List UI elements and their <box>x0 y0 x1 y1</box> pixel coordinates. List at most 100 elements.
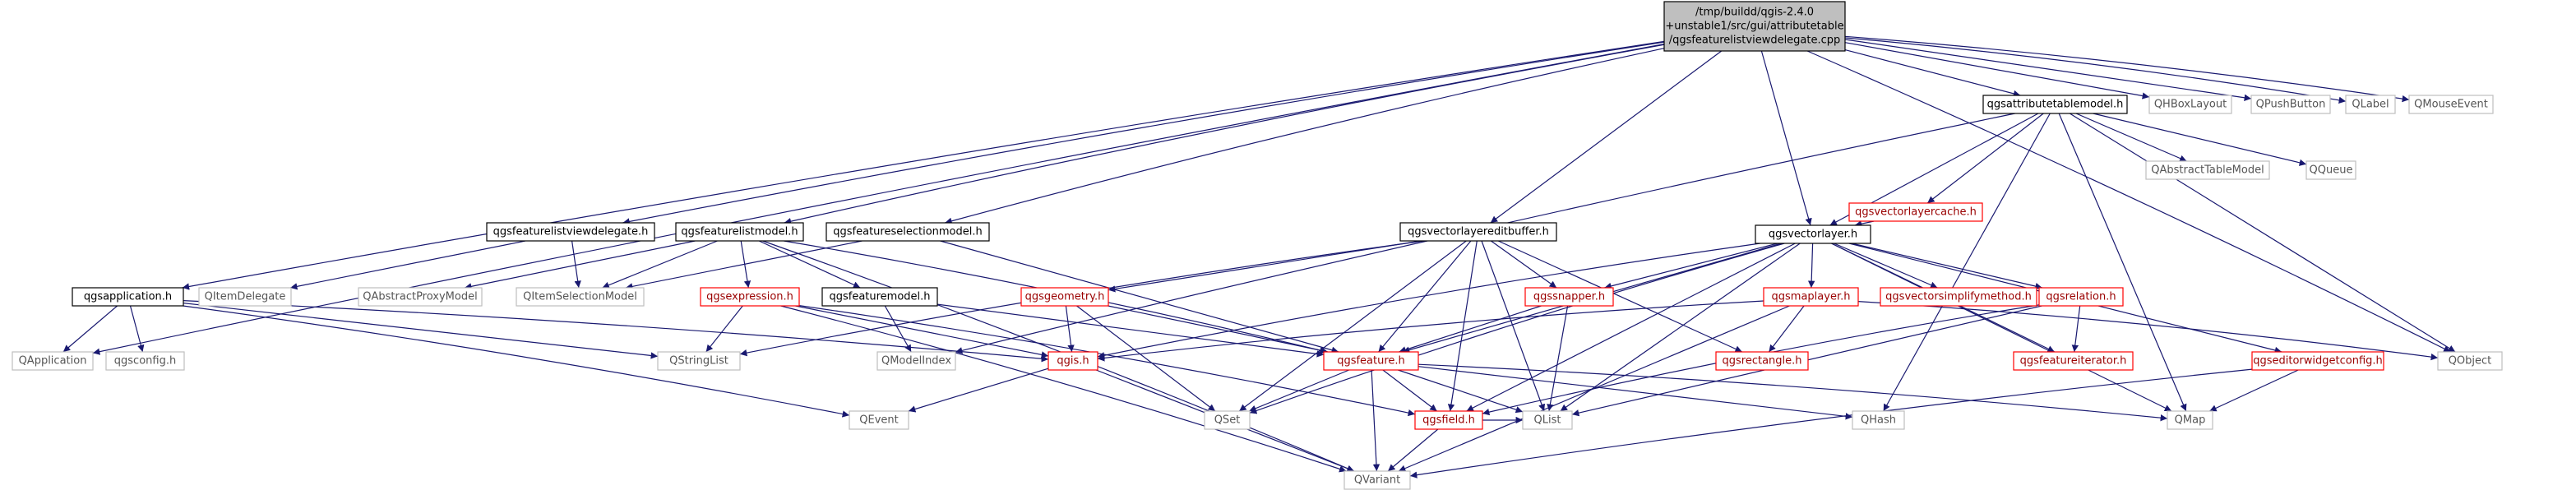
node-vectorlayer[interactable]: qgsvectorlayer.h <box>1755 224 1871 244</box>
edge-editorwidgetconfig-to-QMap <box>2209 369 2299 412</box>
node-box-QVariant <box>1343 470 1411 490</box>
node-box-featuremodel <box>821 287 938 307</box>
edge-vectorlayer-to-snapper <box>1604 243 1778 289</box>
node-editorwidgetconfig[interactable]: qgseditorwidgetconfig.h <box>2251 351 2384 371</box>
node-attributetablemodel[interactable]: qgsattributetablemodel.h <box>1982 95 2128 114</box>
node-box-QList <box>1522 410 1573 430</box>
node-label-QSet: QSet <box>1214 414 1241 427</box>
node-snapper[interactable]: qgssnapper.h <box>1524 287 1614 307</box>
edge-root-to-QPushButton <box>1844 39 2252 101</box>
node-maplayer[interactable]: qgsmaplayer.h <box>1763 287 1859 307</box>
node-label-featurelistmodel: qgsfeaturelistmodel.h <box>681 226 798 238</box>
edge-application-to-config <box>129 305 145 353</box>
node-label-geometry: qgsgeometry.h <box>1025 291 1105 303</box>
node-label-rectangle: qgsrectangle.h <box>1722 355 1801 368</box>
node-label-QModelIndex: QModelIndex <box>881 355 951 368</box>
node-relation[interactable]: qgsrelation.h <box>2038 287 2124 307</box>
node-box-maplayer <box>1763 287 1859 307</box>
edge-feature-to-QList <box>1398 369 1524 414</box>
node-label-QHash: QHash <box>1861 414 1896 427</box>
node-vectorlayereditbuffer[interactable]: qgsvectorlayereditbuffer.h <box>1399 222 1557 242</box>
node-box-vectorsimplifymethod <box>1880 287 2037 307</box>
node-QMap: QMap <box>2167 410 2213 430</box>
edge-feature-to-field <box>1382 369 1437 412</box>
node-box-QPushButton <box>2250 95 2331 114</box>
edge-featurelistviewdelegate-to-QItemSelectionModel <box>571 240 581 289</box>
node-label-QItemDelegate: QItemDelegate <box>205 291 286 303</box>
node-box-featureselectionmodel <box>826 222 990 242</box>
node-QItemSelectionModel: QItemSelectionModel <box>516 287 645 307</box>
edge-attributetablemodel-to-QMap <box>2058 113 2187 412</box>
node-box-feature <box>1323 351 1419 371</box>
node-label-config: qgsconfig.h <box>114 355 176 368</box>
edge-geometry-to-feature <box>1108 305 1329 354</box>
node-label-expression: qgsexpression.h <box>706 291 793 303</box>
node-label-featuremodel: qgsfeaturemodel.h <box>829 291 930 303</box>
node-QItemDelegate: QItemDelegate <box>198 287 292 307</box>
node-QSet: QSet <box>1204 410 1251 430</box>
node-label-vectorlayercache: qgsvectorlayercache.h <box>1855 206 1977 219</box>
node-featureiterator[interactable]: qgsfeatureiterator.h <box>2013 351 2134 371</box>
node-root[interactable]: /tmp/buildd/qgis-2.4.0+unstable1/src/gui… <box>1663 1 1846 52</box>
edge-root-to-featurelistmodel <box>784 44 1665 225</box>
node-label-QHBoxLayout: QHBoxLayout <box>2154 99 2227 111</box>
edge-qgis-to-QEvent <box>908 368 1049 413</box>
node-qgis[interactable]: qgis.h <box>1048 351 1098 371</box>
node-vectorsimplifymethod[interactable]: qgsvectorsimplifymethod.h <box>1880 287 2037 307</box>
node-application[interactable]: qgsapplication.h <box>72 287 184 307</box>
node-field[interactable]: qgsfield.h <box>1414 410 1483 430</box>
dependency-nodes: /tmp/buildd/qgis-2.4.0+unstable1/src/gui… <box>12 1 2503 490</box>
edge-application-to-QApplication <box>62 305 118 353</box>
edge-featurelistmodel-to-featuremodel <box>758 240 861 289</box>
node-expression[interactable]: qgsexpression.h <box>700 287 800 307</box>
edge-relation-to-featureiterator <box>2071 305 2081 353</box>
edge-expression-to-QVariant <box>780 305 1347 473</box>
node-geometry[interactable]: qgsgeometry.h <box>1020 287 1109 307</box>
node-box-rectangle <box>1715 351 1809 371</box>
edge-root-to-vectorlayereditbuffer <box>1490 50 1723 224</box>
node-label-QObject: QObject <box>2449 355 2492 368</box>
node-box-QStringList <box>657 351 741 371</box>
node-feature[interactable]: qgsfeature.h <box>1323 351 1419 371</box>
edge-root-to-QApplication <box>92 44 1665 355</box>
edge-vectorlayereditbuffer-to-field <box>1447 240 1478 412</box>
edge-featureselectionmodel-to-QItemSelectionModel <box>625 240 863 290</box>
node-box-QQueue <box>2305 160 2356 180</box>
node-box-QItemSelectionModel <box>516 287 645 307</box>
node-label-application: qgsapplication.h <box>84 291 172 303</box>
edge-featureselectionmodel-to-feature <box>940 240 1339 354</box>
node-label-relation: qgsrelation.h <box>2046 291 2116 303</box>
node-QApplication: QApplication <box>12 351 94 371</box>
edge-attributetablemodel-to-QAbstractTableModel <box>2075 113 2187 162</box>
node-QStringList: QStringList <box>657 351 741 371</box>
node-vectorlayercache[interactable]: qgsvectorlayercache.h <box>1848 202 1983 222</box>
edge-application-to-QStringList <box>183 303 659 359</box>
node-rectangle[interactable]: qgsrectangle.h <box>1715 351 1809 371</box>
node-box-QMouseEvent <box>2408 95 2494 114</box>
node-featurelistmodel[interactable]: qgsfeaturelistmodel.h <box>675 222 804 242</box>
node-QModelIndex: QModelIndex <box>876 351 956 371</box>
edge-attributetablemodel-to-QQueue <box>2093 113 2307 166</box>
edge-feature-to-QMap <box>1417 363 2168 422</box>
node-box-root <box>1663 1 1846 52</box>
edge-maplayer-to-qgis <box>1097 300 1764 362</box>
node-label-vectorsimplifymethod: qgsvectorsimplifymethod.h <box>1885 291 2032 303</box>
node-QLabel: QLabel <box>2345 95 2396 114</box>
node-QObject: QObject <box>2437 351 2503 371</box>
edge-featurelistmodel-to-QVariant <box>762 240 1355 472</box>
edge-vectorlayer-to-vectorsimplifymethod <box>1834 243 1938 289</box>
edge-root-to-featureselectionmodel <box>945 48 1665 224</box>
edge-vectorlayereditbuffer-to-QSet <box>1238 240 1467 412</box>
node-featureselectionmodel[interactable]: qgsfeatureselectionmodel.h <box>826 222 990 242</box>
node-label-qgis: qgis.h <box>1057 355 1089 368</box>
edge-field-to-QVariant <box>1387 428 1439 472</box>
node-box-expression <box>700 287 800 307</box>
node-label-QEvent: QEvent <box>859 414 898 427</box>
node-label-QVariant: QVariant <box>1354 474 1400 487</box>
node-featuremodel[interactable]: qgsfeaturemodel.h <box>821 287 938 307</box>
node-featurelistviewdelegate[interactable]: qgsfeaturelistviewdelegate.h <box>486 222 655 242</box>
edge-maplayer-to-rectangle <box>1768 305 1805 353</box>
edge-geometry-to-qgis <box>1065 305 1075 353</box>
edge-featurelistmodel-to-QAbstractProxyModel <box>464 240 696 290</box>
